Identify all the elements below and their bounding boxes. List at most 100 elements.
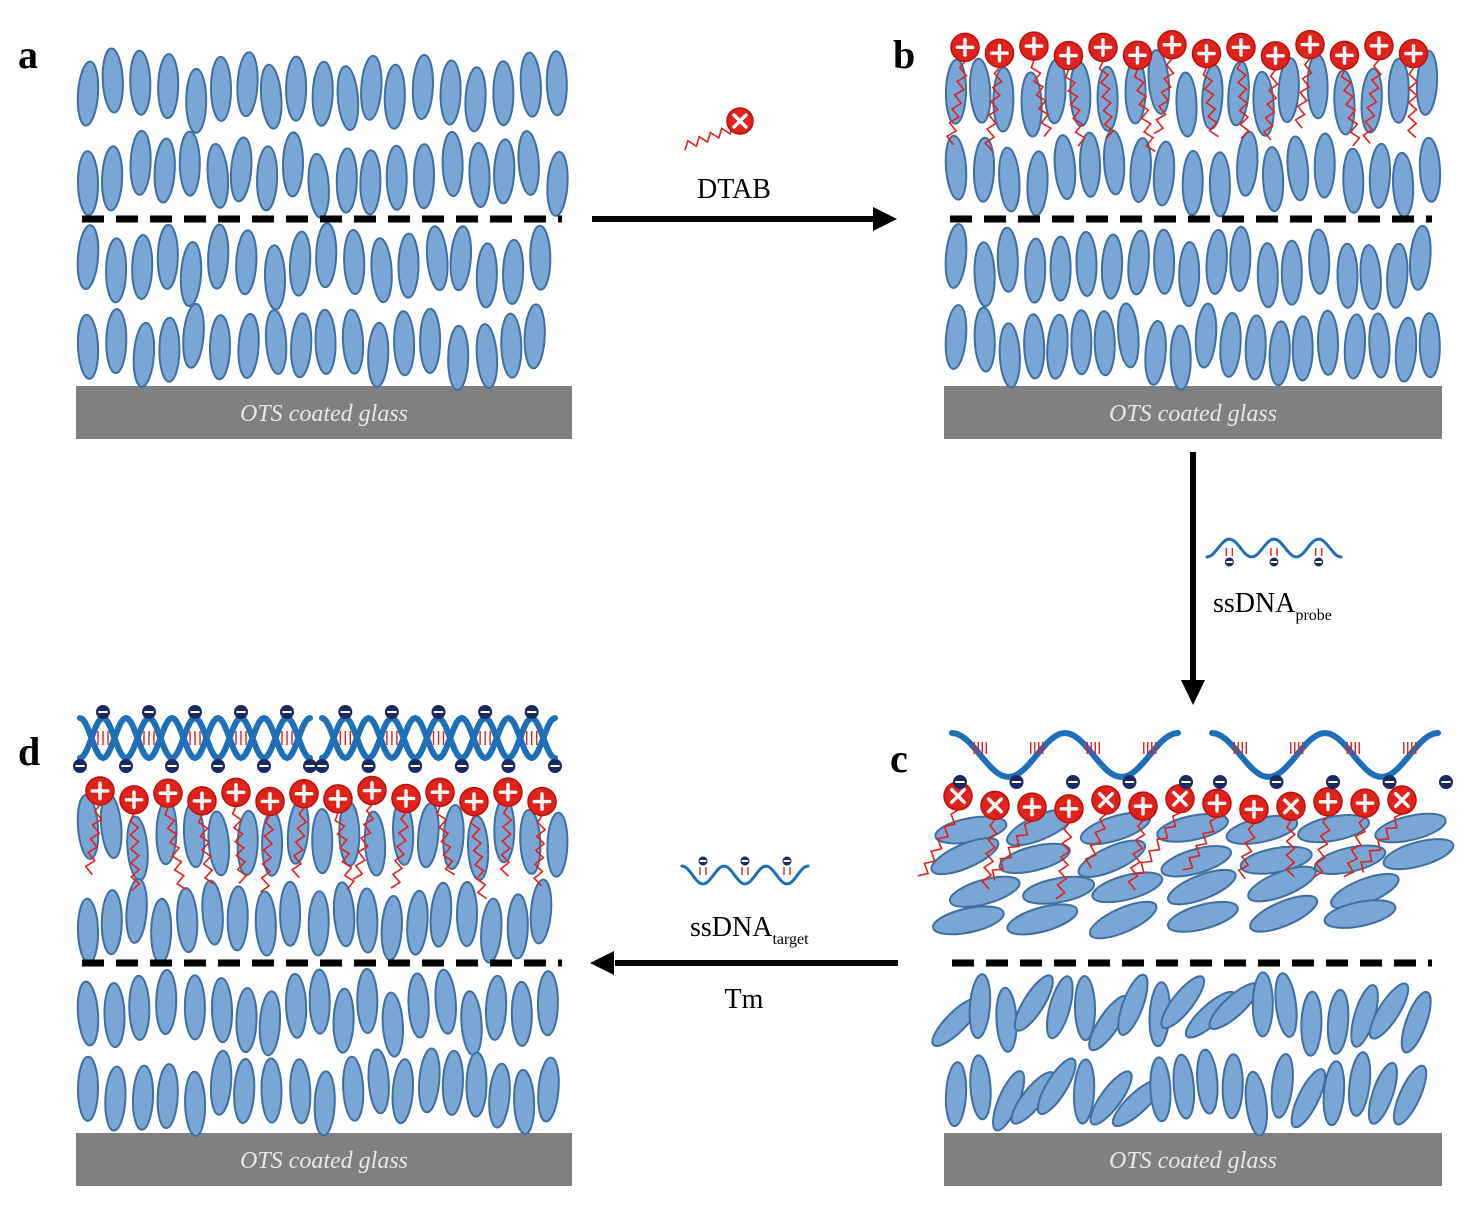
lc-molecule <box>1244 1070 1268 1137</box>
surfactant-tail <box>1237 822 1256 880</box>
transition-label-tm: Tm <box>725 984 764 1015</box>
lc-molecule <box>455 881 479 947</box>
lc-molecule <box>972 136 996 203</box>
dtab-surfactant <box>1329 40 1361 147</box>
lc-molecule <box>1023 313 1046 380</box>
lc-molecule <box>1045 975 1074 1040</box>
lc-molecule <box>335 147 358 214</box>
lc-molecule <box>101 47 124 114</box>
lc-molecule <box>996 226 1019 293</box>
lc-molecule <box>1077 839 1147 878</box>
phosphate-charge <box>96 705 110 719</box>
lc-molecule <box>1036 1057 1077 1116</box>
surfactant-tail <box>1406 67 1419 139</box>
dtab-surfactant <box>1084 785 1121 869</box>
lc-molecule <box>1075 231 1098 297</box>
dtab-surfactant <box>1260 41 1291 141</box>
lc-molecule <box>1343 313 1367 380</box>
lc-molecule <box>314 308 337 375</box>
lc-molecule <box>1117 302 1140 369</box>
dtab-surfactant <box>255 786 285 893</box>
surfactant-layer-c <box>917 781 1417 900</box>
surfactant-tail <box>436 806 456 876</box>
dtab-surfactant <box>1226 32 1256 140</box>
phosphate-charge <box>1382 775 1397 789</box>
lc-molecule <box>341 308 365 375</box>
surfactant-tail <box>1153 58 1175 135</box>
lc-molecule <box>286 798 310 865</box>
lc-molecule <box>545 50 568 117</box>
lc-molecule <box>157 53 180 120</box>
lc-molecule <box>237 313 260 379</box>
lc-molecule <box>1368 982 1410 1040</box>
lc-molecule <box>332 881 356 948</box>
lc-molecule <box>434 968 457 1035</box>
lc-molecule <box>1149 1056 1172 1123</box>
double-stranded-dna-layer-d <box>73 705 562 773</box>
surfactant-tail <box>983 66 1003 152</box>
lc-molecule <box>356 968 379 1034</box>
lc-molecule <box>178 130 201 197</box>
lc-molecule <box>1013 974 1054 1032</box>
phosphate-charge <box>142 705 156 719</box>
lc-molecule <box>104 1065 127 1132</box>
phosphate-charge <box>303 759 317 773</box>
phosphate-charge <box>1269 775 1284 789</box>
probe-dna-layer-c <box>949 729 1453 789</box>
lc-molecule <box>998 842 1071 874</box>
dtab-surfactant <box>352 775 387 880</box>
lc-molecule <box>519 51 542 118</box>
lc-molecule <box>1144 319 1167 386</box>
lc-molecule <box>488 1062 511 1129</box>
surfactant-tail <box>991 820 1033 881</box>
lc-molecule <box>1270 1053 1294 1119</box>
dtab-surfactant <box>1276 791 1306 877</box>
lc-molecule <box>285 972 308 1039</box>
lc-molecule <box>313 1070 336 1137</box>
lc-molecule <box>307 890 330 957</box>
dtab-surfactant <box>323 784 355 890</box>
dtab-surfactant <box>1237 794 1269 880</box>
surfactant-tail <box>290 807 308 879</box>
lc-molecule <box>1244 314 1267 381</box>
lc-molecule <box>529 224 552 291</box>
lc-molecule <box>1306 53 1329 120</box>
dtab-surfactant <box>84 776 115 876</box>
lc-molecule <box>131 234 154 300</box>
lc-molecule <box>417 1047 441 1114</box>
lc-molecule <box>1073 975 1097 1042</box>
lc-molecule <box>484 974 508 1041</box>
phosphate-charge <box>431 705 446 719</box>
lc-molecule <box>932 905 1005 936</box>
lc-molecule <box>76 150 100 217</box>
lc-molecule <box>523 303 546 370</box>
target-label-main: ssDNA <box>690 912 773 943</box>
phosphate-charge <box>1439 775 1453 789</box>
lc-molecule <box>493 138 516 205</box>
glass-label-a: OTS coated glass <box>240 401 408 427</box>
lc-molecule <box>537 1056 560 1123</box>
lc-molecule <box>1006 903 1079 936</box>
lc-molecule <box>367 1048 390 1115</box>
lc-molecule <box>1277 57 1300 124</box>
lc-molecule <box>1219 311 1242 378</box>
dtab-surfactant-icon <box>684 107 754 151</box>
cross-sign <box>950 788 966 805</box>
lc-molecule <box>1102 129 1126 196</box>
glass-slide-a: OTS coated glass <box>76 386 572 439</box>
phosphate-charge <box>1179 775 1193 789</box>
lc-molecule <box>311 808 334 875</box>
lc-molecule <box>1382 838 1455 871</box>
lc-molecule <box>1247 865 1317 903</box>
lc-molecule <box>447 324 470 391</box>
lc-molecule <box>510 980 533 1047</box>
lc-molecule <box>125 877 148 944</box>
glass-label-c: OTS coated glass <box>1109 1148 1277 1174</box>
lc-molecule <box>969 1054 992 1121</box>
lc-molecule <box>182 302 205 369</box>
surfactant-tail <box>260 814 275 893</box>
ssdna-target-icon <box>680 856 810 886</box>
phosphate-charge <box>698 856 708 866</box>
lc-molecule <box>944 134 968 201</box>
